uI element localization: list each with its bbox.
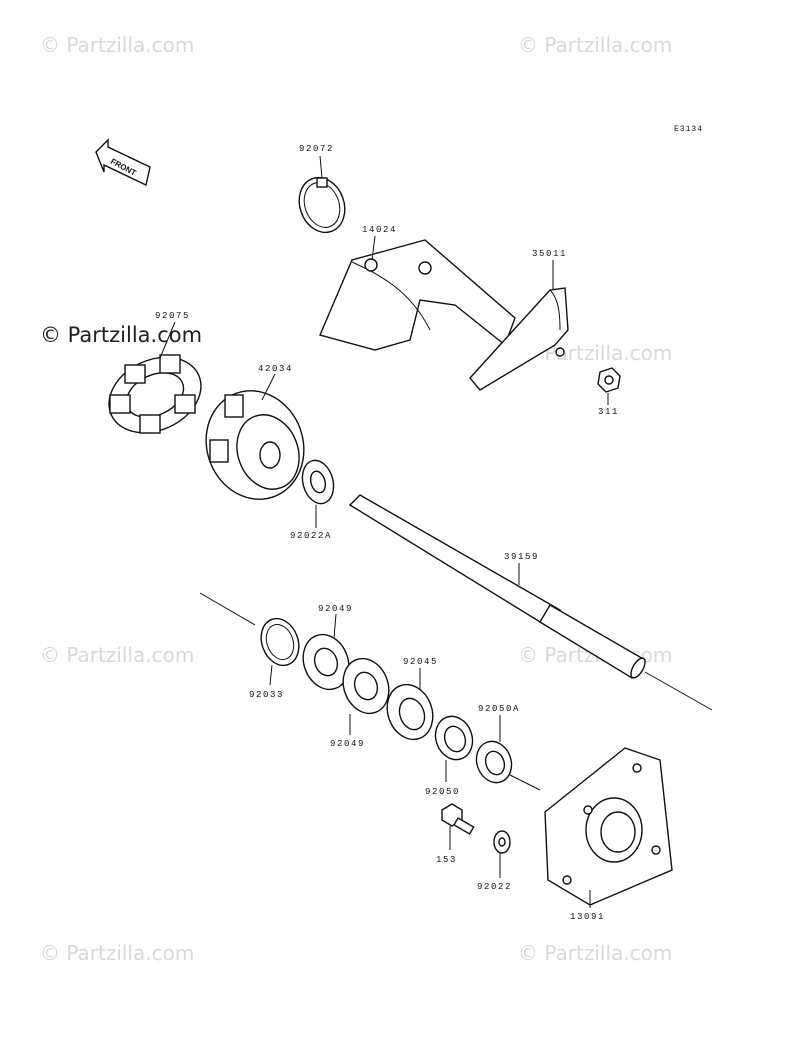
part-92045-bearing <box>386 683 434 741</box>
part-92050a-bearing <box>475 740 513 784</box>
callout-label: 92022A <box>290 531 332 541</box>
part-153-bolt <box>441 803 475 835</box>
callout-label: 92049 <box>318 604 353 614</box>
callout-label: 92033 <box>249 690 284 700</box>
part-39159-shaft <box>199 494 713 711</box>
watermark: © Partzilla.com <box>518 33 672 57</box>
part-42034-coupling <box>205 390 305 500</box>
callout-label: 92045 <box>403 657 438 667</box>
callout-label: 92050A <box>478 704 520 714</box>
callout-label: 42034 <box>258 364 293 374</box>
watermark: © Partzilla.com <box>518 941 672 965</box>
callout-label: 35011 <box>532 249 567 259</box>
part-92022a-washer <box>301 459 335 505</box>
leader-lines <box>159 155 609 908</box>
part-13091-housing <box>544 747 673 906</box>
watermark: © Partzilla.com <box>40 33 194 57</box>
callout-label: 92049 <box>330 739 365 749</box>
front-arrow-icon: FRONT <box>95 138 151 187</box>
callout-label: 39159 <box>504 552 539 562</box>
part-35011-bracket <box>469 287 569 391</box>
part-92022-washer <box>493 830 511 854</box>
part-92072-clamp <box>298 176 346 234</box>
callout-label: 153 <box>436 855 457 865</box>
callout-label: 14024 <box>362 225 397 235</box>
callout-label: 92050 <box>425 787 460 797</box>
diagram-code: E3134 <box>674 125 703 134</box>
part-14024-cover <box>319 239 516 351</box>
callout-label: 92075 <box>155 311 190 321</box>
watermark: © Partzilla.com <box>40 941 194 965</box>
callout-label: 92022 <box>477 882 512 892</box>
part-92033-circlip <box>260 617 300 667</box>
part-92049-seal-upper <box>302 633 350 691</box>
part-92050-bearing <box>434 715 474 761</box>
callout-label: 92072 <box>299 144 334 154</box>
callout-label: 311 <box>598 407 619 417</box>
part-92075-damper <box>108 354 202 434</box>
watermark: © Partzilla.com <box>40 643 194 667</box>
callout-label: 13091 <box>570 912 605 922</box>
part-92049-seal-lower <box>342 657 390 715</box>
watermark-overlay: © Partzilla.com <box>40 323 202 347</box>
part-311-nut <box>597 367 621 393</box>
